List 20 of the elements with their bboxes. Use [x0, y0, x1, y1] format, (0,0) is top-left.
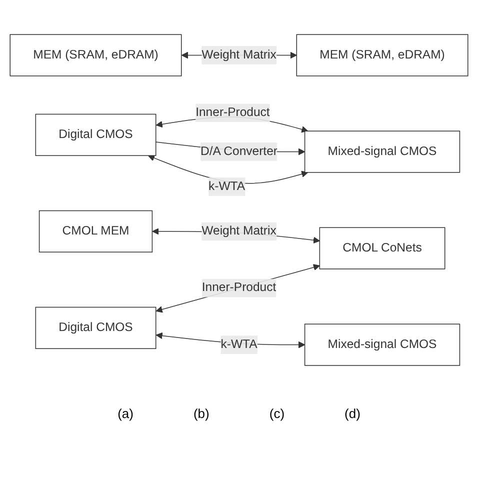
arrow	[156, 264, 320, 313]
node-box: Digital CMOS	[35, 114, 156, 156]
edge-label: D/A Converter	[200, 144, 278, 158]
panel-label: (a)	[118, 406, 134, 421]
edge-label: k-WTA	[220, 338, 258, 351]
node-box: CMOL MEM	[38, 210, 153, 252]
node-box: CMOL CoNets	[319, 227, 446, 270]
node-box: MEM (SRAM, eDRAM)	[10, 34, 182, 76]
node-box: Mixed-signal CMOS	[304, 130, 460, 173]
node-box: Mixed-signal CMOS	[304, 324, 460, 366]
edge-label: Inner-Product	[202, 281, 276, 294]
node-box: Digital CMOS	[35, 306, 156, 349]
edge-label: k-WTA	[208, 180, 246, 193]
panel-label: (d)	[344, 406, 360, 421]
edge-label: Weight Matrix	[202, 48, 276, 62]
node-box: MEM (SRAM, eDRAM)	[296, 34, 468, 76]
edge-label: Inner-Product	[196, 106, 270, 120]
panel-label: (c)	[269, 406, 285, 421]
panel-label: (b)	[193, 406, 210, 421]
edge-label: Weight Matrix	[202, 224, 276, 238]
